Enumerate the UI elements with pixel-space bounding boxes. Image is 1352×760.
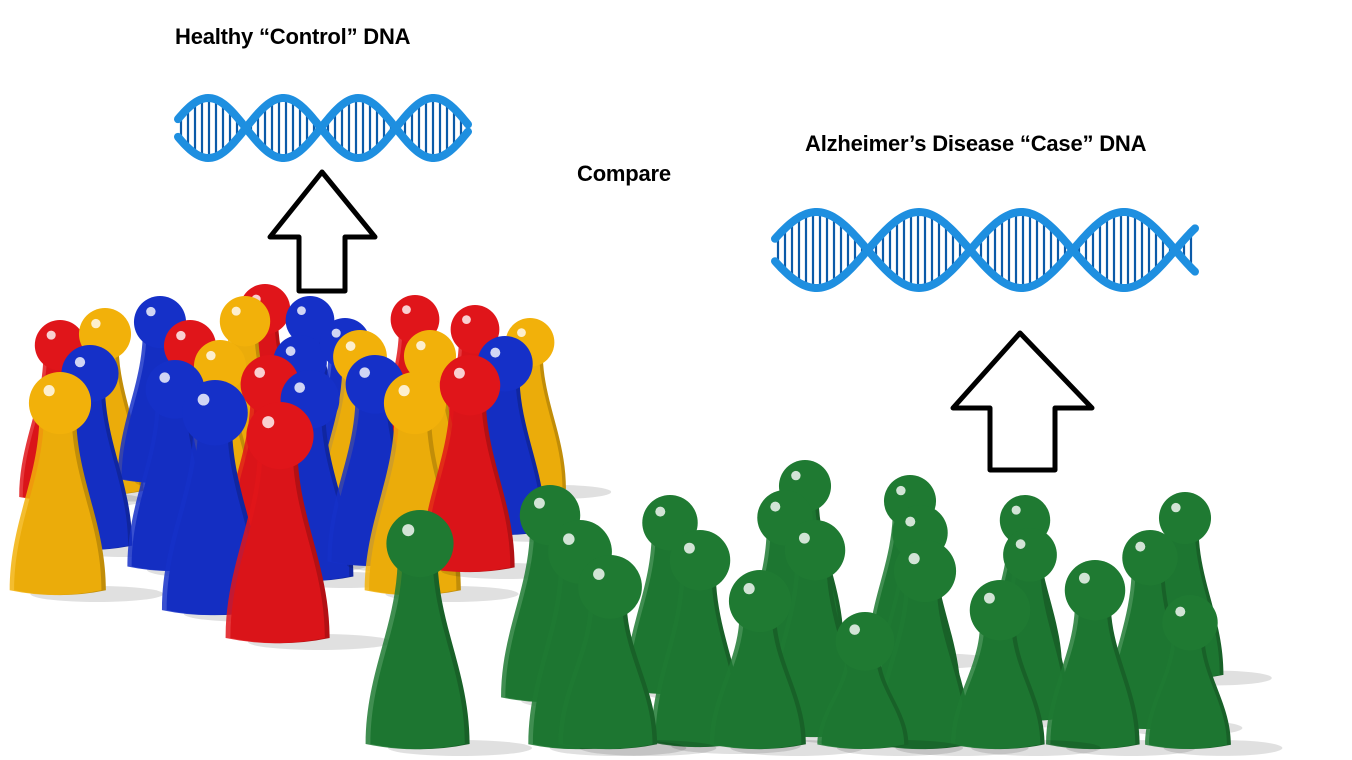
up-arrow-icon [950, 330, 1095, 473]
game-pawn-icon [161, 380, 325, 622]
case-group-pawns [365, 460, 1283, 756]
control-dna-label: Healthy “Control” DNA [175, 24, 411, 49]
control-group-pawns [9, 284, 612, 650]
game-pawn-icon [9, 372, 164, 602]
game-pawn-icon [365, 509, 532, 756]
game-pawn-icon [817, 612, 963, 756]
helix-strand [174, 93, 472, 162]
dna-helix-icon [771, 207, 1199, 293]
compare-label: Compare [577, 161, 671, 186]
game-pawn-icon [558, 555, 717, 756]
dna-helix-icon [174, 93, 472, 163]
up-arrow-icon [267, 169, 378, 294]
case-dna-label: Alzheimer’s Disease “Case” DNA [805, 131, 1147, 156]
helix-strand [771, 208, 1199, 293]
helix-strand [771, 207, 1199, 292]
game-pawn-icon [225, 402, 392, 650]
game-pawn-icon [951, 580, 1101, 756]
game-pawn-icon [1145, 595, 1283, 756]
